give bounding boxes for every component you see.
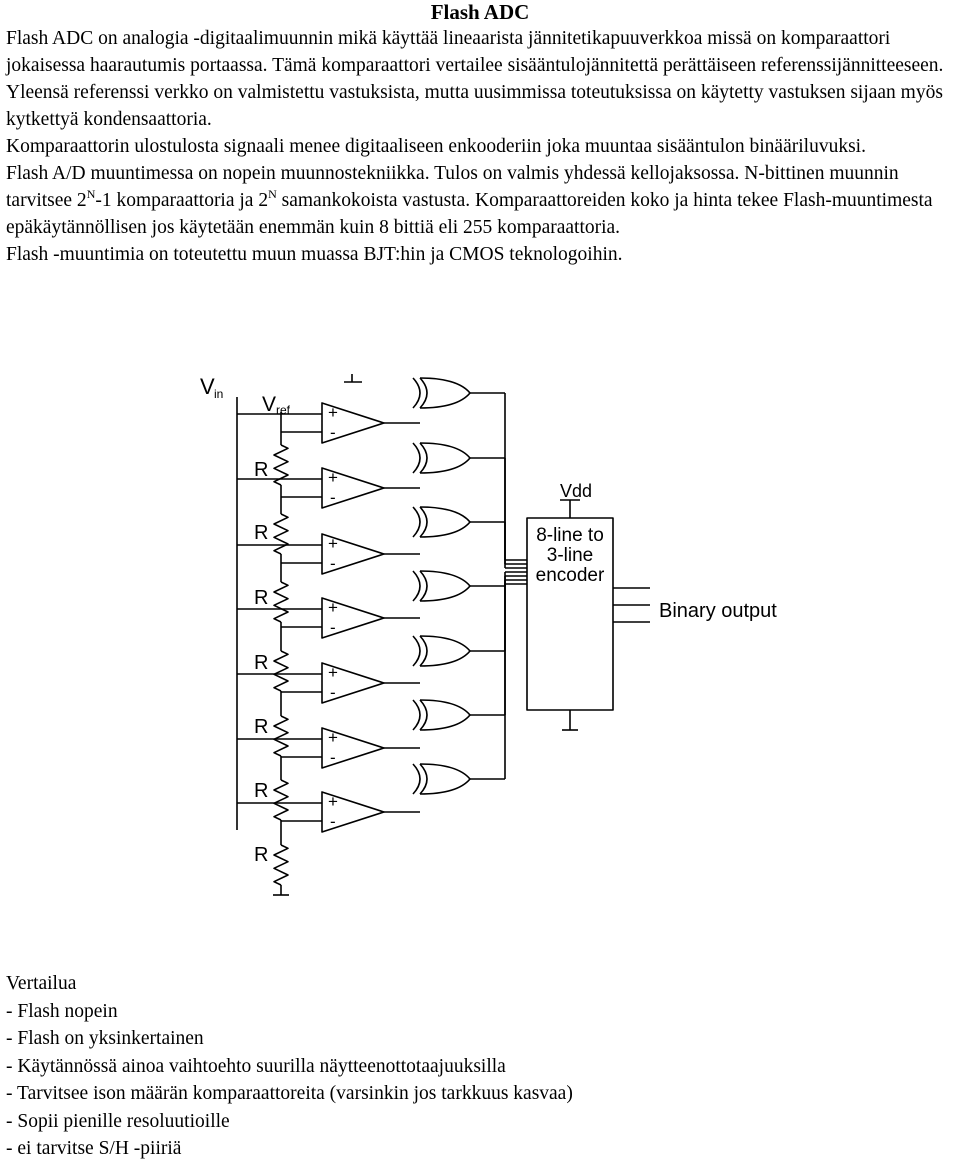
comparison-item: - Tarvitsee ison määrän komparaattoreita… xyxy=(6,1083,573,1104)
resistor-label: R xyxy=(254,459,268,481)
xor-extra-curve xyxy=(412,442,421,474)
intro-p3-part-a: Flash A/D muuntimessa on nopein muunnost… xyxy=(6,163,899,211)
comparator-plus-label: + xyxy=(328,792,338,811)
resistor-symbol xyxy=(273,844,289,886)
vref-subscript: ref xyxy=(276,403,291,417)
intro-p3-part-b: -1 komparaattoria ja 2 xyxy=(95,190,269,211)
comparison-heading: Vertailua xyxy=(6,973,77,994)
intro-paragraph-2: Komparaattorin ulostulosta signaali mene… xyxy=(6,136,866,157)
vin-subscript: in xyxy=(214,387,223,401)
xor-input-curve xyxy=(419,506,428,538)
xor-input-curve xyxy=(419,570,428,602)
xor-input-curve xyxy=(419,699,428,731)
resistor-symbol xyxy=(273,650,289,692)
superscript-n-2: N xyxy=(268,187,277,201)
intro-paragraph-1: Flash ADC on analogia -digitaalimuunnin … xyxy=(6,28,944,130)
xor-extra-curve xyxy=(412,506,421,538)
comparator-symbol xyxy=(321,662,385,704)
comparator-plus-label: + xyxy=(328,598,338,617)
comparator-minus-label: - xyxy=(330,554,336,573)
comparison-item: - Flash nopein xyxy=(6,1000,118,1022)
resistor-label: R xyxy=(254,780,268,802)
resistor-label: R xyxy=(254,716,268,738)
intro-p3-part-c: samankokoista vastusta. Komparaattoreide… xyxy=(6,190,933,238)
comparator-plus-label: + xyxy=(328,728,338,747)
comparator-minus-label: - xyxy=(330,683,336,702)
comparator-symbol xyxy=(321,402,385,444)
comparator-symbol xyxy=(321,533,385,575)
comparison-item: - Käytännössä ainoa vaihtoehto suurilla … xyxy=(6,1055,506,1077)
comparator-symbol xyxy=(321,791,385,833)
resistor-label: R xyxy=(254,844,268,866)
comparator-minus-label: - xyxy=(330,748,336,767)
comparator-minus-label: - xyxy=(330,488,336,507)
xor-extra-curve xyxy=(412,699,421,731)
xor-extra-curve xyxy=(412,377,421,409)
intro-paragraph-4: Flash -muuntimia on toteutettu muun muas… xyxy=(6,244,623,265)
resistor-symbol xyxy=(273,444,289,486)
comparator-symbol xyxy=(321,727,385,769)
comparator-plus-label: + xyxy=(328,403,338,422)
xor-input-curve xyxy=(419,763,428,795)
xor-extra-curve xyxy=(412,763,421,795)
xor-input-curve xyxy=(419,635,428,667)
resistor-symbol xyxy=(273,581,289,623)
resistor-label: R xyxy=(254,522,268,544)
intro-text: Flash ADC on analogia -digitaalimuunnin … xyxy=(6,25,956,268)
comparator-minus-label: - xyxy=(330,423,336,442)
vdd-label: Vdd xyxy=(560,481,592,501)
resistor-label: R xyxy=(254,587,268,609)
resistor-symbol xyxy=(273,715,289,757)
encoder-label-line-3: encoder xyxy=(536,565,605,586)
superscript-n-1: N xyxy=(86,187,96,201)
document-title: Flash ADC xyxy=(430,0,530,24)
encoder-label-line-2: 3-line xyxy=(547,545,593,566)
resistor-symbol xyxy=(273,513,289,555)
xor-input-curve xyxy=(419,377,428,409)
xor-extra-curve xyxy=(412,570,421,602)
xor-extra-curve xyxy=(412,635,421,667)
comparator-minus-label: - xyxy=(330,812,336,831)
comparison-item: - Sopii pienille resoluutioille xyxy=(6,1110,230,1132)
vref-label: V xyxy=(262,393,276,416)
xor-input-curve xyxy=(419,442,428,474)
comparison-item: - ei tarvitse S/H -piiriä xyxy=(6,1138,182,1159)
comparator-symbol xyxy=(321,467,385,509)
comparison-item: - Flash on yksinkertainen xyxy=(6,1028,204,1049)
comparison-section: Vertailua - Flash nopein - Flash on yksi… xyxy=(6,970,956,1163)
resistor-symbol xyxy=(273,779,289,821)
comparator-plus-label: + xyxy=(328,534,338,553)
comparator-plus-label: + xyxy=(328,468,338,487)
resistor-label: R xyxy=(254,652,268,674)
encoder-label-line-1: 8-line to xyxy=(536,525,604,546)
comparator-plus-label: + xyxy=(328,663,338,682)
vin-label: V xyxy=(200,374,215,399)
binary-output-label: Binary output xyxy=(659,600,777,622)
comparator-symbol xyxy=(321,597,385,639)
intro-paragraph-3: Flash A/D muuntimessa on nopein muunnost… xyxy=(6,160,956,241)
comparator-minus-label: - xyxy=(330,618,336,637)
